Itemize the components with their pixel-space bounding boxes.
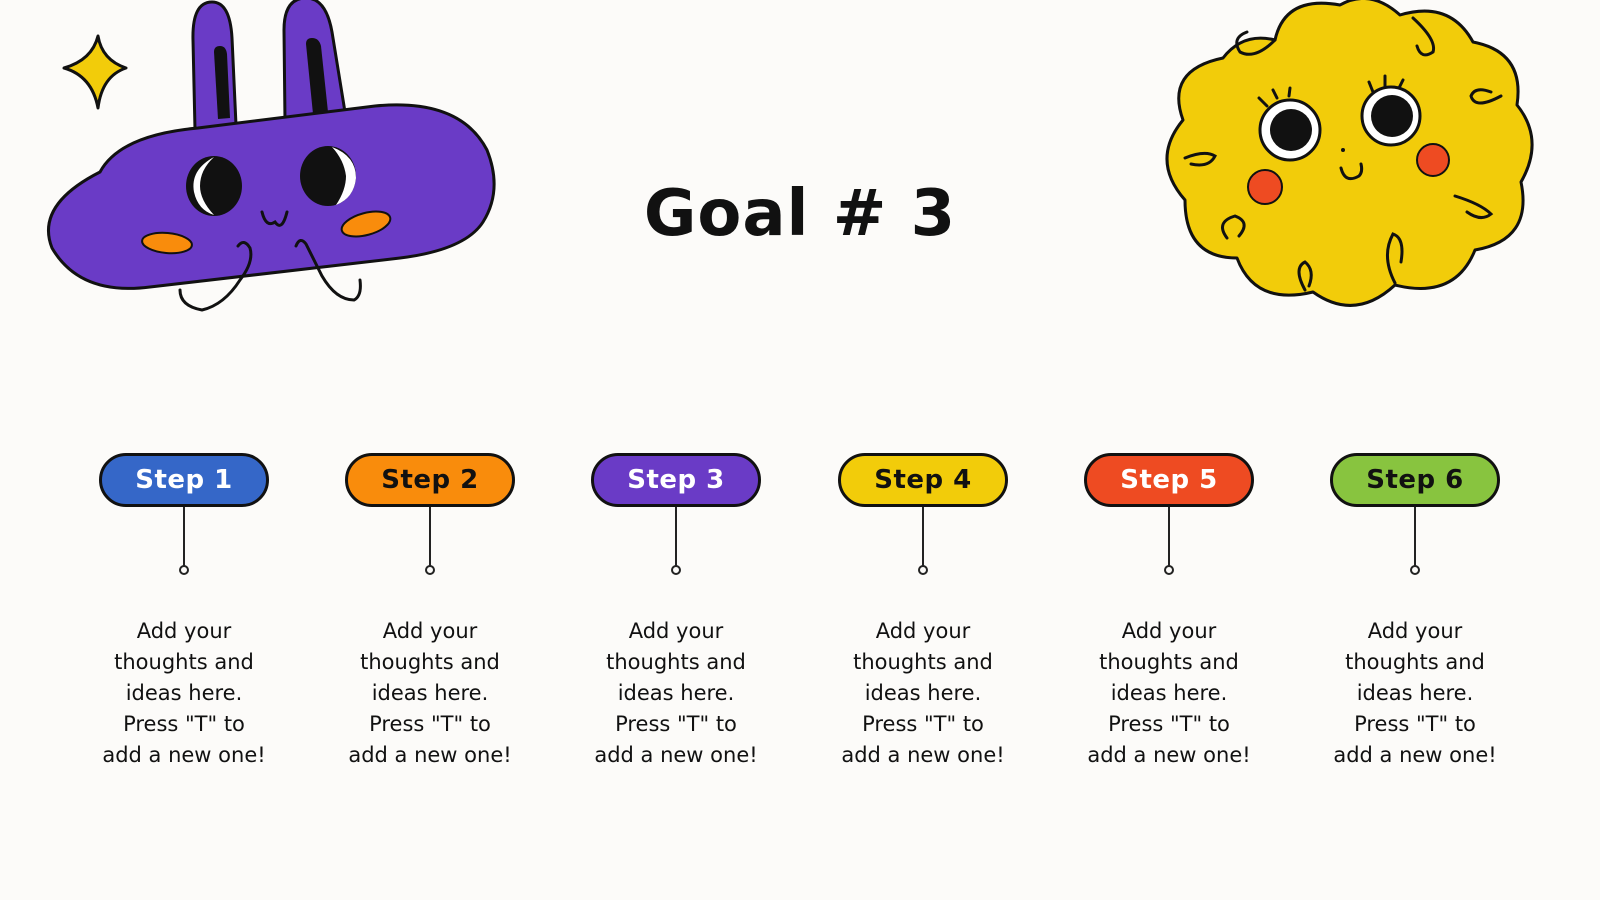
sparkle-star-icon [62,34,128,110]
bunny-body [47,103,496,290]
step-2-badge[interactable]: Step 2 [345,453,515,507]
step-4-connector [922,507,924,566]
steps-timeline: Step 1 Add your thoughts and ideas here.… [0,453,1600,783]
step-4-description[interactable]: Add your thoughts and ideas here. Press … [841,619,1005,767]
step-column-3: Step 3 Add your thoughts and ideas here.… [556,453,796,771]
step-6-description[interactable]: Add your thoughts and ideas here. Press … [1333,619,1497,767]
step-3-badge[interactable]: Step 3 [591,453,761,507]
step-5-badge[interactable]: Step 5 [1084,453,1254,507]
step-5-description[interactable]: Add your thoughts and ideas here. Press … [1087,619,1251,767]
step-column-1: Step 1 Add your thoughts and ideas here.… [64,453,304,771]
step-2-description[interactable]: Add your thoughts and ideas here. Press … [348,619,512,767]
step-column-6: Step 6 Add your thoughts and ideas here.… [1295,453,1535,771]
step-column-2: Step 2 Add your thoughts and ideas here.… [310,453,550,771]
step-1-dot [179,565,189,575]
step-1-connector [183,507,185,566]
purple-bunny-illustration [47,0,496,312]
step-6-badge[interactable]: Step 6 [1330,453,1500,507]
step-3-description[interactable]: Add your thoughts and ideas here. Press … [594,619,758,767]
flower-body [1165,0,1534,307]
step-6-connector [1414,507,1416,566]
step-5-dot [1164,565,1174,575]
step-2-connector [429,507,431,566]
step-6-dot [1410,565,1420,575]
step-column-4: Step 4 Add your thoughts and ideas here.… [803,453,1043,771]
step-1-description[interactable]: Add your thoughts and ideas here. Press … [102,619,266,767]
step-4-dot [918,565,928,575]
step-2-dot [425,565,435,575]
step-1-badge[interactable]: Step 1 [99,453,269,507]
step-3-dot [671,565,681,575]
step-column-5: Step 5 Add your thoughts and ideas here.… [1049,453,1289,771]
step-5-connector [1168,507,1170,566]
page-title: Goal # 3 [643,177,957,251]
yellow-flower-illustration [1165,0,1534,307]
step-3-connector [675,507,677,566]
step-4-badge[interactable]: Step 4 [838,453,1008,507]
